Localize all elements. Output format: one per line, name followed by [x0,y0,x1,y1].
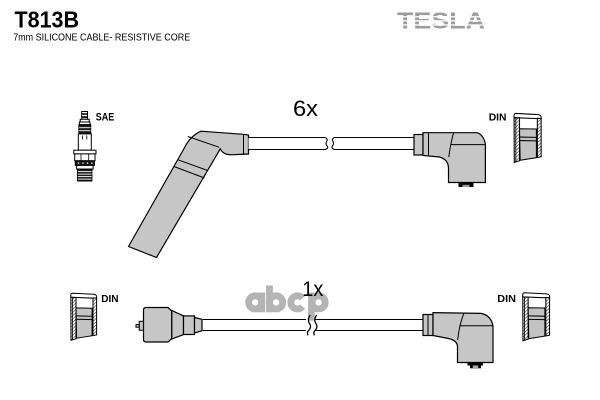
svg-text:SAE: SAE [96,112,115,124]
svg-text:DIN: DIN [497,293,516,305]
svg-text:6x: 6x [293,96,318,121]
svg-text:DIN: DIN [489,112,507,124]
svg-text:DIN: DIN [101,293,118,305]
svg-text:1x: 1x [302,278,323,301]
svg-text:T813B: T813B [15,7,80,33]
svg-text:7mm SILICONE CABLE- RESISTIVE: 7mm SILICONE CABLE- RESISTIVE CORE [13,33,190,44]
